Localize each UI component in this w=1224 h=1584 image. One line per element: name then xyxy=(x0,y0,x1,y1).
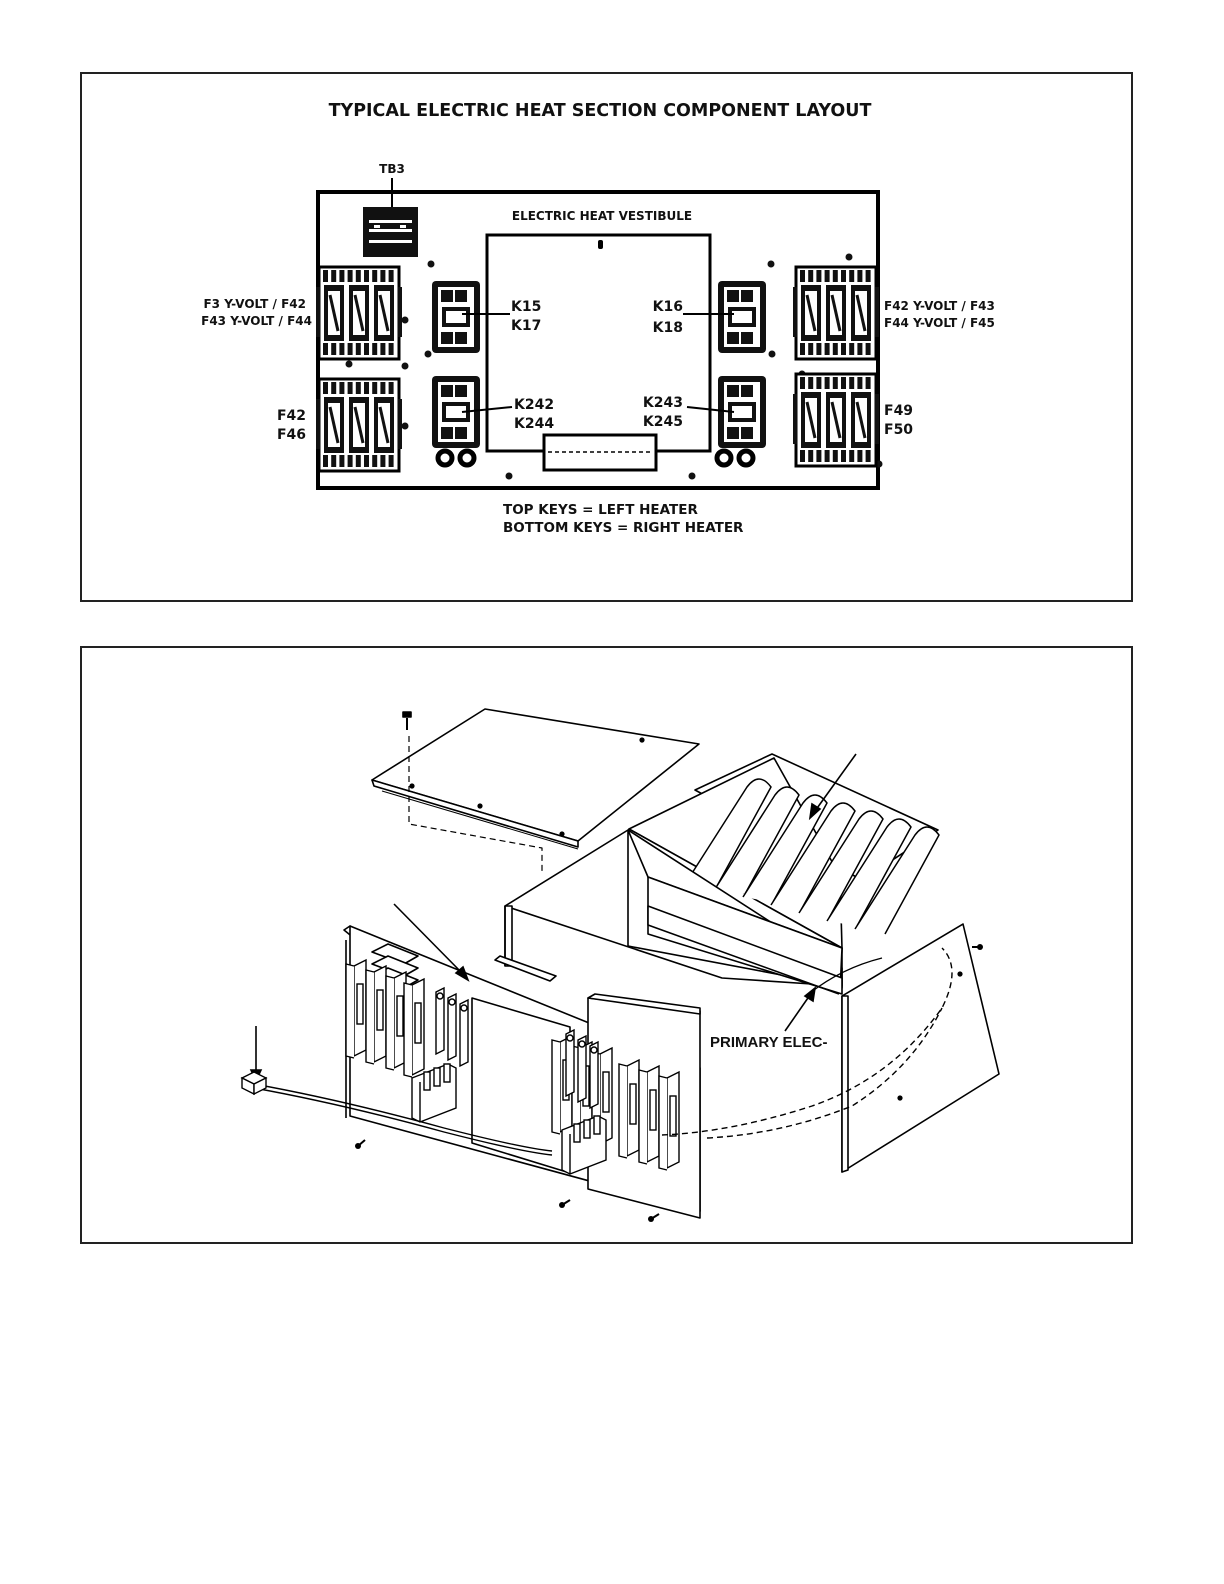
relay-module xyxy=(448,994,456,1060)
fuse-holder xyxy=(346,960,366,1058)
component-layout-diagram: TYPICAL ELECTRIC HEAT SECTION COMPONENT … xyxy=(82,74,1135,604)
right-upper-fuse-label-1: F42 Y-VOLT / F43 xyxy=(884,299,995,313)
relay-module xyxy=(436,988,444,1054)
left-upper-fuse-label-2: F43 Y-VOLT / F44 xyxy=(201,314,312,328)
fuse-block-right-lower xyxy=(793,374,879,466)
vestibule-label: ELECTRIC HEAT VESTIBULE xyxy=(512,209,692,223)
right-lower-fuse-label-2: F50 xyxy=(884,422,913,438)
label-k18: K18 xyxy=(653,320,683,336)
keys-note-line2: BOTTOM KEYS = RIGHT HEATER xyxy=(503,520,744,536)
contactor-k15-k17 xyxy=(432,281,480,353)
left-lower-fuse-label-1: F42 xyxy=(277,408,306,424)
label-k243: K243 xyxy=(643,395,683,411)
relay-module xyxy=(590,1042,598,1108)
contactor-leaders xyxy=(462,314,734,412)
contactor-group xyxy=(432,281,766,448)
mounting-rail xyxy=(495,956,556,981)
relay-module xyxy=(566,1030,574,1096)
label-k244: K244 xyxy=(514,416,554,432)
primary-elec-label: PRIMARY ELEC- xyxy=(710,1034,828,1051)
fuse-block-left-lower xyxy=(316,379,402,471)
label-k245: K245 xyxy=(643,414,683,430)
label-k15: K15 xyxy=(511,299,541,315)
fuse-holder xyxy=(639,1066,659,1164)
fuse-holder xyxy=(619,1060,639,1158)
control-box-slot xyxy=(598,240,603,249)
label-k17: K17 xyxy=(511,318,541,334)
diagram-title: TYPICAL ELECTRIC HEAT SECTION COMPONENT … xyxy=(329,101,872,121)
right-lower-fuse-label-1: F49 xyxy=(884,403,913,419)
fuse-holder xyxy=(659,1072,679,1170)
relay-module xyxy=(460,1000,468,1066)
contactor-k242-k244 xyxy=(432,376,480,448)
relay-module xyxy=(578,1036,586,1102)
label-k16: K16 xyxy=(653,299,683,315)
tb3-terminal-block xyxy=(363,207,418,257)
tb3-label: TB3 xyxy=(379,162,405,176)
left-lower-fuse-label-2: F46 xyxy=(277,427,306,443)
contactor-k16-k18 xyxy=(718,281,766,353)
label-k242: K242 xyxy=(514,397,554,413)
fuse-holder xyxy=(366,966,386,1064)
left-upper-fuse-label-1: F3 Y-VOLT / F42 xyxy=(203,297,306,311)
exploded-view-illustration: PRIMARY ELEC- xyxy=(82,648,1135,1246)
right-end-panel xyxy=(842,924,999,1172)
right-upper-fuse-label-2: F44 Y-VOLT / F45 xyxy=(884,316,995,330)
top-screw xyxy=(403,712,411,730)
fuse-holder xyxy=(404,979,424,1077)
fuse-holder xyxy=(386,972,406,1070)
fuse-block-left-upper xyxy=(316,267,402,359)
fuse-block-right-upper xyxy=(793,267,879,359)
junction-box xyxy=(242,1072,266,1094)
exploded-view-panel: PRIMARY ELEC- xyxy=(80,646,1133,1244)
keys-note-line1: TOP KEYS = LEFT HEATER xyxy=(503,502,698,518)
component-layout-panel: TYPICAL ELECTRIC HEAT SECTION COMPONENT … xyxy=(80,72,1133,602)
